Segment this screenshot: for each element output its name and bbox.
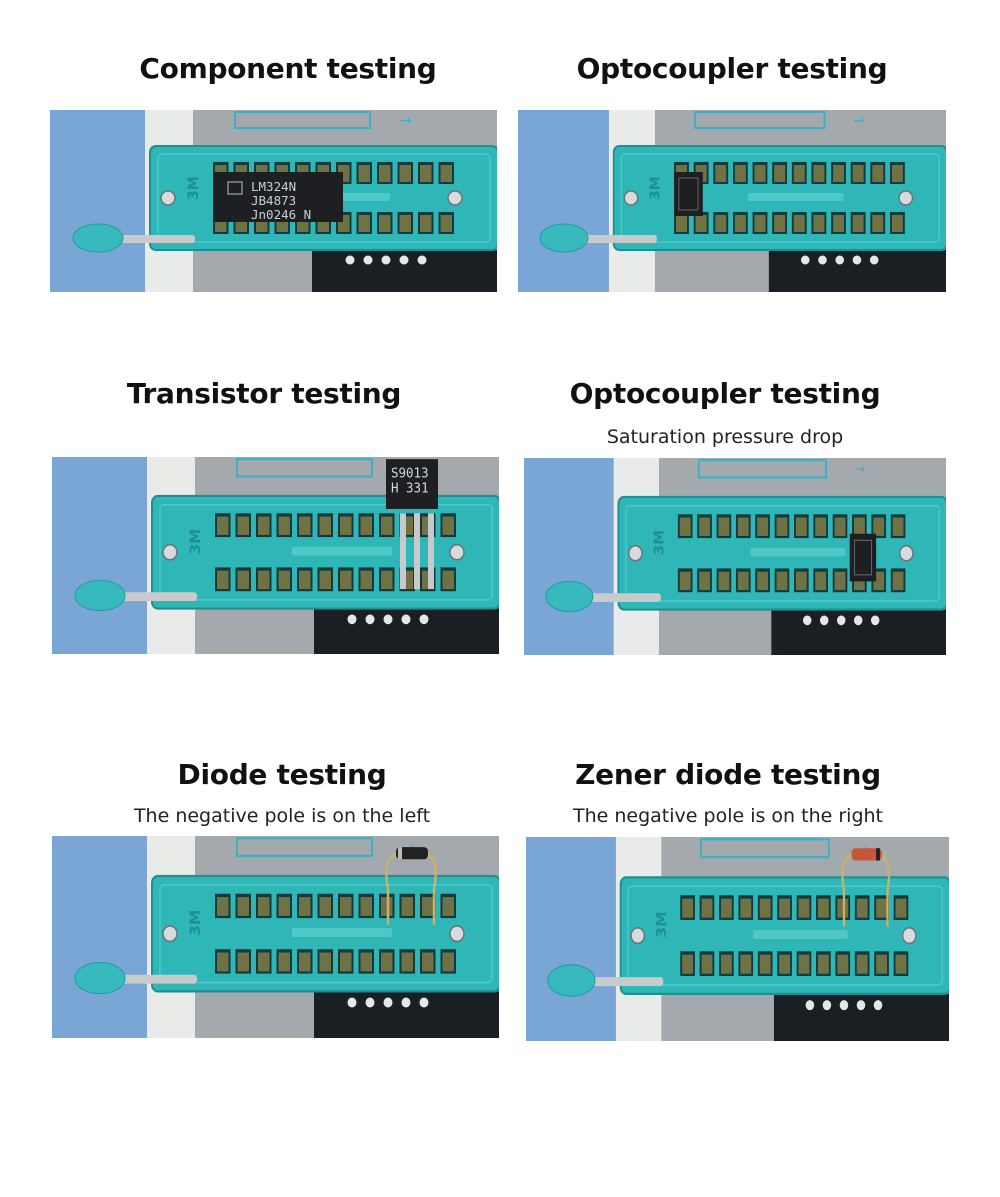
svg-text:3M: 3M — [186, 176, 202, 200]
panel-title-optocoupler-saturation: Optocoupler testing — [569, 377, 881, 410]
zif-socket-photo: → 3M — [524, 458, 946, 655]
svg-text:→: → — [854, 461, 865, 478]
panel-title-component-testing: Component testing — [139, 52, 437, 85]
zif-socket-photo: →3M — [52, 836, 499, 1038]
svg-text:LM324N: LM324N — [251, 179, 296, 194]
photo-optocoupler-saturation: → 3M — [524, 458, 946, 655]
panel-title-transistor-testing: Transistor testing — [126, 377, 402, 410]
svg-text:Jn0246 N: Jn0246 N — [251, 207, 311, 222]
photo-optocoupler-testing: → 3M — [518, 110, 946, 292]
photo-zener-diode-testing: →3M — [526, 837, 949, 1041]
svg-text:3M: 3M — [655, 911, 670, 938]
svg-text:3M: 3M — [188, 529, 204, 555]
svg-text:JB4873: JB4873 — [251, 193, 296, 208]
panel-subtitle-optocoupler-saturation: Saturation pressure drop — [606, 426, 844, 448]
panel-title-diode-testing: Diode testing — [177, 758, 387, 791]
panel-title-optocoupler-testing: Optocoupler testing — [576, 52, 888, 85]
svg-text:3M: 3M — [653, 530, 668, 556]
panel-title-zener-diode-testing: Zener diode testing — [575, 758, 881, 791]
zif-socket-photo: → 3M — [518, 110, 946, 292]
svg-text:3M: 3M — [648, 176, 664, 200]
svg-text:3M: 3M — [188, 910, 204, 936]
svg-text:→: → — [853, 113, 864, 129]
svg-text:H 331: H 331 — [391, 481, 429, 497]
panel-subtitle-diode-testing: The negative pole is on the left — [133, 805, 431, 827]
panel-subtitle-zener-diode-testing: The negative pole is on the right — [573, 805, 883, 827]
zif-socket-photo: →3M — [526, 837, 949, 1041]
svg-text:→: → — [400, 113, 412, 129]
svg-text:S9013: S9013 — [391, 466, 429, 482]
photo-diode-testing: →3M — [52, 836, 499, 1038]
